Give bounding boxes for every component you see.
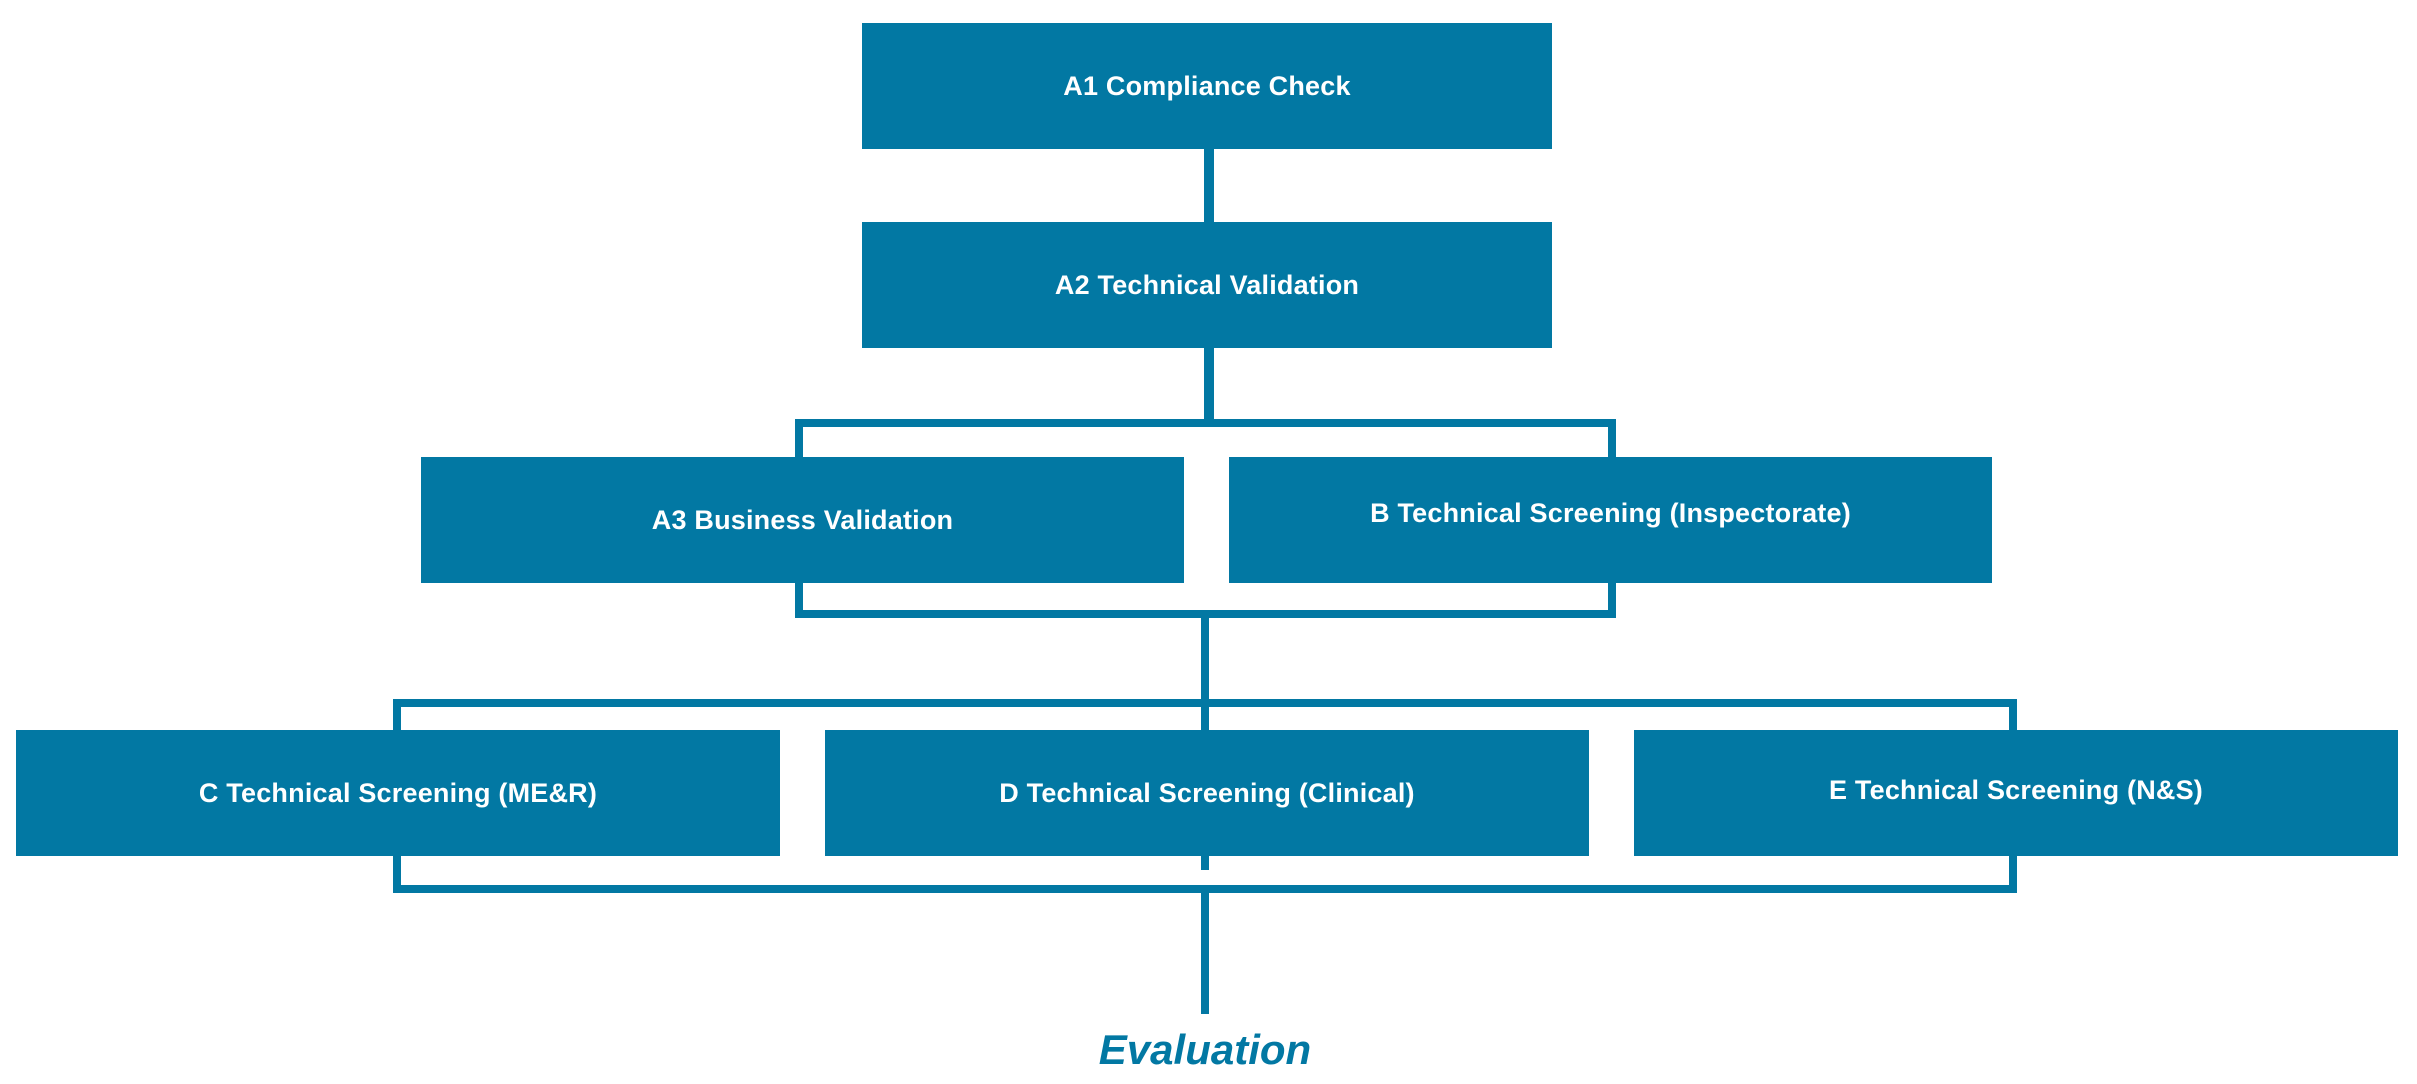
connector-a2-down <box>1204 347 1214 421</box>
evaluation-label: Evaluation <box>1098 1026 1312 1073</box>
stage-label-b: B Technical Screening (Inspectorate) <box>1370 497 1851 528</box>
stage-box-a2-technical-validation: A2 Technical Validation <box>862 222 1552 348</box>
stage-label-a1: A1 Compliance Check <box>1063 70 1351 101</box>
split-bracket-top-cde <box>393 699 2017 707</box>
merge-bracket-left-a3 <box>795 580 803 618</box>
stage-label-e: E Technical Screening (N&S) <box>1829 774 2203 805</box>
merge-bracket-right-b <box>1608 580 1616 618</box>
split-bracket-top-a3-b <box>795 419 1616 427</box>
stage-box-b-technical-screening-inspectorate: B Technical Screening (Inspectorate) <box>1229 457 1992 583</box>
stage-box-c-technical-screening-mer: C Technical Screening (ME&R) <box>16 730 780 856</box>
stage-label-d: D Technical Screening (Clinical) <box>999 777 1415 808</box>
stage-label-a2: A2 Technical Validation <box>1054 269 1360 300</box>
split-bracket-right-b <box>1608 419 1616 459</box>
stage-box-a3-business-validation: A3 Business Validation <box>421 457 1184 583</box>
stage-box-d-technical-screening-clinical: D Technical Screening (Clinical) <box>825 730 1589 856</box>
connector-a1-a2 <box>1204 148 1214 222</box>
stage-label-c: C Technical Screening (ME&R) <box>198 777 598 808</box>
stage-box-a1-compliance-check: A1 Compliance Check <box>862 23 1552 149</box>
stage-box-e-technical-screening-ns: E Technical Screening (N&S) <box>1634 730 2398 856</box>
connector-to-evaluation <box>1201 885 1209 1014</box>
split-bracket-left-a3 <box>795 419 803 459</box>
stage-label-a3: A3 Business Validation <box>651 504 954 535</box>
